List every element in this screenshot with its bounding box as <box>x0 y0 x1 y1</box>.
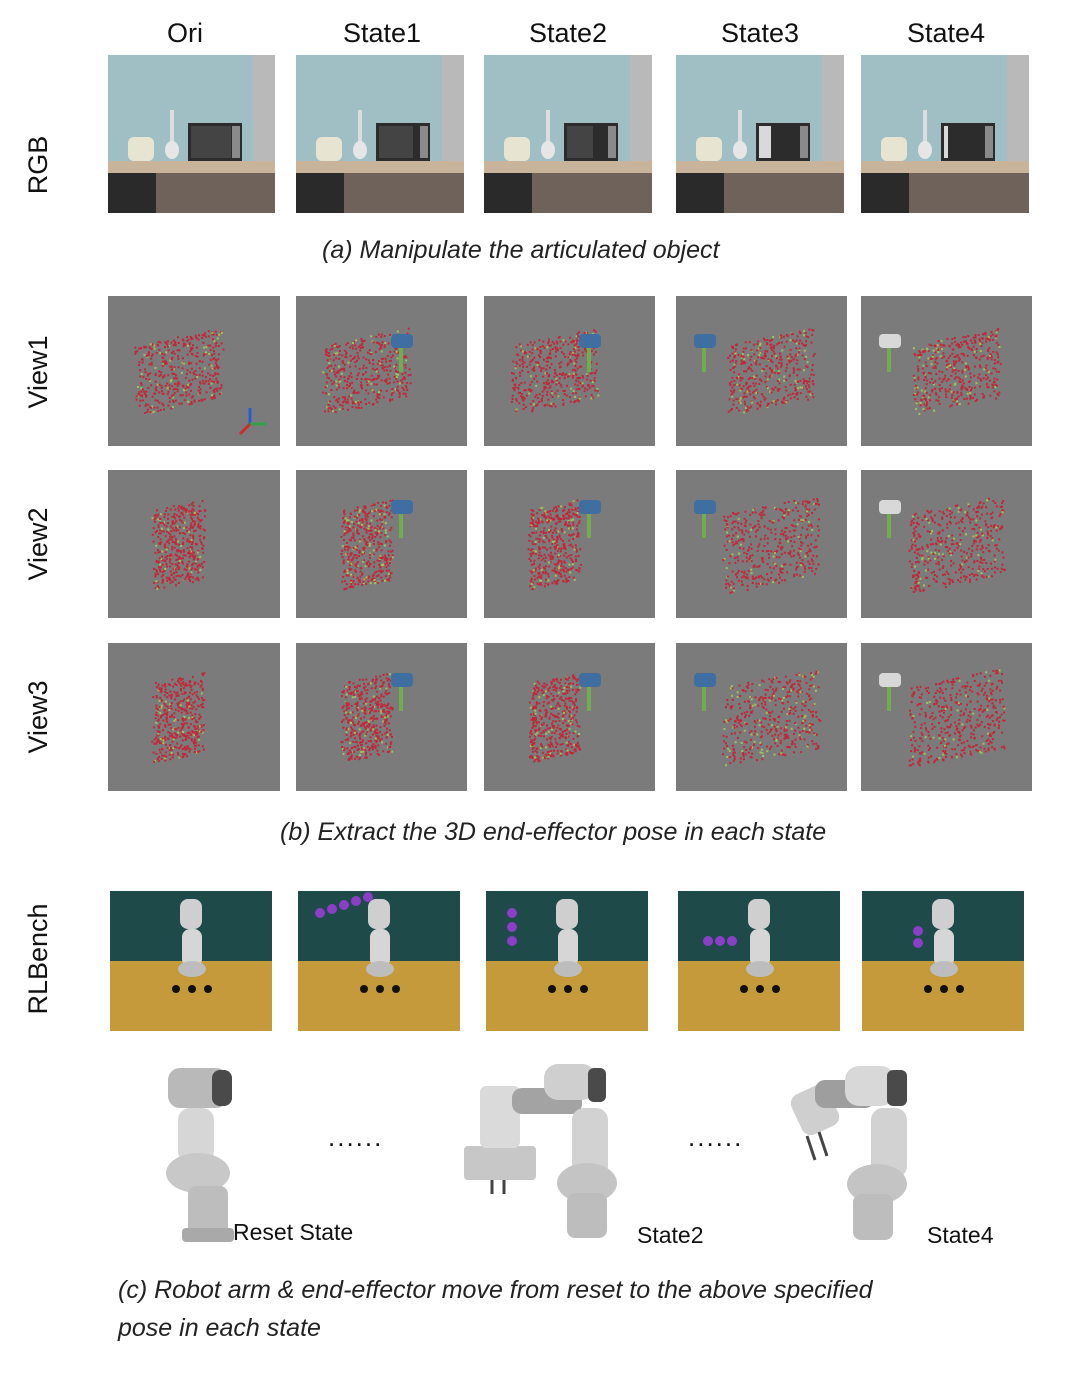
row-label-view3: View3 <box>23 680 53 754</box>
caption-a: (a) Manipulate the articulated object <box>322 236 720 264</box>
pointcloud-view1-state3 <box>676 296 847 446</box>
column-header-ori: Ori <box>167 18 203 48</box>
rlbench-image-state1 <box>298 891 460 1031</box>
pointcloud-view3-state3 <box>676 643 847 791</box>
rgb-image-state4 <box>861 55 1029 213</box>
state2-label: State2 <box>637 1222 704 1248</box>
row-label-rgb: RGB <box>23 135 53 195</box>
ellipsis-1: ...... <box>328 1122 384 1152</box>
robot-arm-state2-image <box>452 1058 627 1248</box>
row-label-rlbench: RLBench <box>23 903 53 1015</box>
reset-state-label: Reset State <box>233 1219 354 1245</box>
pointcloud-view3-ori <box>108 643 280 791</box>
state4-label: State4 <box>927 1222 994 1248</box>
rgb-image-ori <box>108 55 275 213</box>
row-label-view1: View1 <box>23 335 53 409</box>
pointcloud-view3-state4 <box>861 643 1032 791</box>
pointcloud-view1-state2 <box>484 296 655 446</box>
column-header-state4: State4 <box>906 18 986 48</box>
column-header-state2: State2 <box>528 18 608 48</box>
pointcloud-view2-state2 <box>484 470 655 618</box>
pointcloud-view2-state3 <box>676 470 847 618</box>
rlbench-image-state4 <box>862 891 1024 1031</box>
row-label-view2: View2 <box>23 507 53 581</box>
rgb-image-state1 <box>296 55 464 213</box>
column-header-state3: State3 <box>720 18 800 48</box>
caption-c-line1: (c) Robot arm & end-effector move from r… <box>118 1276 873 1304</box>
pointcloud-view3-state1 <box>296 643 467 791</box>
robot-arm-reset-image <box>150 1058 260 1248</box>
pointcloud-view2-ori <box>108 470 280 618</box>
rlbench-image-state2 <box>486 891 648 1031</box>
rlbench-image-ori <box>110 891 272 1031</box>
column-header-state1: State1 <box>342 18 422 48</box>
pointcloud-view3-state2 <box>484 643 655 791</box>
ellipsis-2: ...... <box>688 1122 744 1152</box>
rgb-image-state2 <box>484 55 652 213</box>
pointcloud-view1-state1 <box>296 296 467 446</box>
pointcloud-view1-state4 <box>861 296 1032 446</box>
rgb-image-state3 <box>676 55 844 213</box>
caption-b: (b) Extract the 3D end-effector pose in … <box>280 818 827 846</box>
pointcloud-view2-state1 <box>296 470 467 618</box>
pointcloud-view2-state4 <box>861 470 1032 618</box>
robot-arm-state4-image <box>785 1058 925 1248</box>
rlbench-image-state3 <box>678 891 840 1031</box>
caption-c-line2: pose in each state <box>118 1314 321 1342</box>
pointcloud-view1-ori <box>108 296 280 446</box>
